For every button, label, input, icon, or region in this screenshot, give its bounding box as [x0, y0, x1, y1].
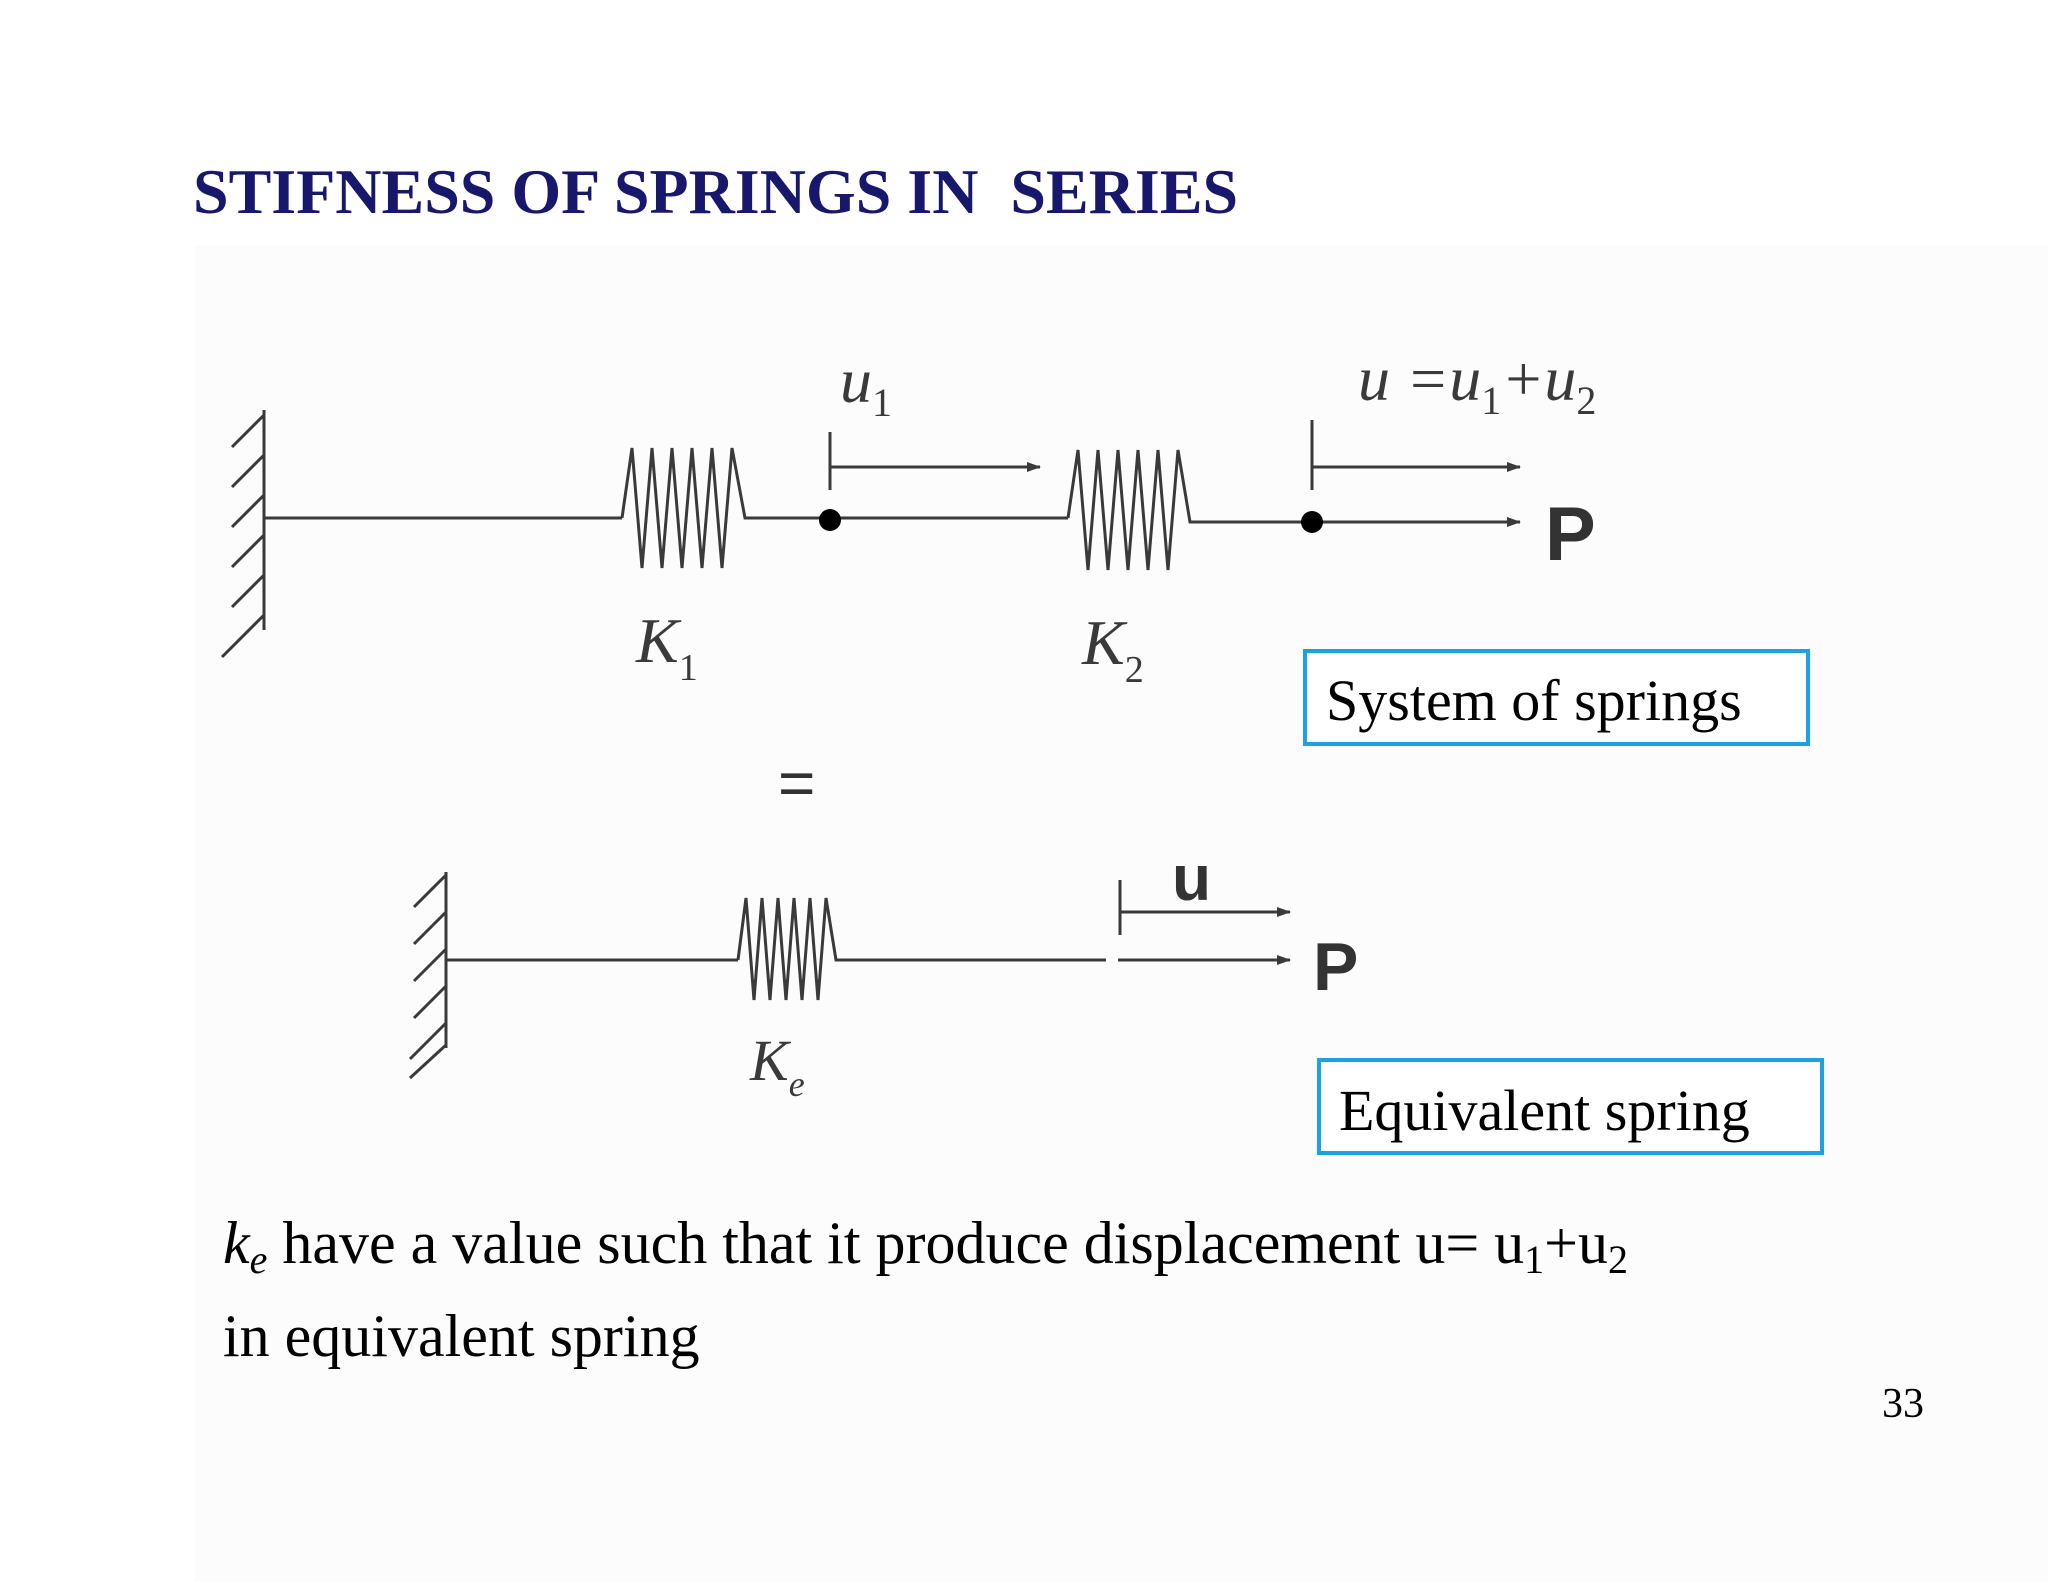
page-number: 33 [1882, 1381, 1924, 1427]
ke-subscript: e [249, 1237, 268, 1282]
u-total-label: u =u1+u2 [1358, 343, 1596, 423]
caption-plus: +u [1544, 1210, 1608, 1276]
k2-label: K2 [1081, 607, 1144, 691]
caption-line-1: ke have a value such that it produce dis… [223, 1205, 1628, 1298]
spring-k1 [620, 447, 830, 569]
k1-label: K1 [635, 605, 698, 689]
system-of-springs-label: System of springs [1326, 668, 1742, 733]
u-label-bottom: u [1172, 842, 1211, 914]
system-of-springs-box [1303, 649, 1810, 746]
caption-line-1-text: have a value such that it produce displa… [267, 1210, 1525, 1276]
ke-variable: k [223, 1210, 250, 1276]
wall-hatching-2 [408, 873, 448, 1080]
node-2 [1301, 511, 1323, 533]
ke-label: Ke [749, 1028, 805, 1104]
equivalent-spring-label: Equivalent spring [1339, 1078, 1750, 1143]
equivalent-spring-box [1317, 1058, 1824, 1155]
slide-title: STIFNESS OF SPRINGS IN SERIES [193, 156, 1239, 227]
caption-text: ke have a value such that it produce dis… [223, 1205, 1628, 1374]
force-label-p-top: P [1545, 492, 1596, 577]
caption-sub-2: 2 [1608, 1237, 1628, 1282]
force-label-p-bottom: P [1313, 929, 1358, 1005]
spring-ke [736, 897, 1106, 1001]
caption-sub-1: 1 [1524, 1237, 1545, 1282]
u1-label: u1 [840, 345, 892, 425]
equals-sign: = [778, 747, 815, 819]
wall-hatching-1 [220, 413, 266, 659]
system-of-springs [220, 410, 1521, 659]
caption-line-2: in equivalent spring [223, 1303, 700, 1369]
equivalent-spring-diagram [408, 872, 1291, 1080]
spring-k2 [1066, 449, 1312, 571]
node-1 [819, 509, 841, 531]
